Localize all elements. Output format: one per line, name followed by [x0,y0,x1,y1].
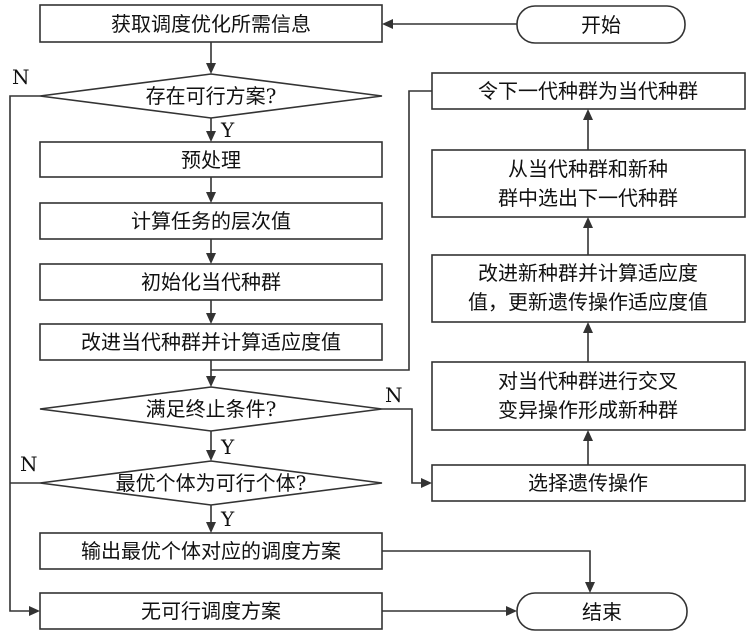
level-box: 计算任务的层次值 [40,203,382,239]
arrowhead [206,63,216,74]
arrowhead [583,430,593,441]
crossover-line2: 变异操作形成新种群 [498,398,678,422]
level-text: 计算任务的层次值 [131,209,291,233]
feasible-yes-label: Y [220,118,235,142]
best-yes-label: Y [220,507,235,531]
stop-yes-label: Y [220,435,235,459]
select-op-text: 选择遗传操作 [528,471,648,495]
arrowhead [206,313,216,324]
arrowhead [206,522,216,533]
stop-no-label: N [385,383,403,407]
stop-decision: 满足终止条件? [40,387,382,431]
arrowhead [583,322,593,333]
edge-output-to-end [382,551,590,583]
init-pop-box: 初始化当代种群 [40,264,382,300]
select-next-line2: 群中选出下一代种群 [498,186,678,210]
arrowhead [583,109,593,120]
arrowhead [206,376,216,387]
arrowhead [583,217,593,228]
edge-feasible-no [10,96,40,611]
stop-question-text: 满足终止条件? [146,397,277,421]
arrowhead [421,478,432,488]
feasible-question-text: 存在可行方案? [146,84,277,108]
feasible-decision: 存在可行方案? [40,74,382,118]
get-info-text: 获取调度优化所需信息 [111,12,311,36]
best-decision: 最优个体为可行个体? [40,461,382,505]
start-text: 开始 [581,13,621,37]
arrowhead [206,131,216,142]
arrowhead [29,606,40,616]
select-next-box: 从当代种群和新种 群中选出下一代种群 [432,150,745,217]
improve-new-line2: 值，更新遗传操作适应度值 [468,290,708,314]
next-gen-text: 令下一代种群为当代种群 [478,79,698,103]
crossover-box: 对当代种群进行交叉 变异操作形成新种群 [432,362,745,430]
start-terminal: 开始 [517,6,685,43]
arrowhead [206,253,216,264]
preprocess-text: 预处理 [181,148,241,172]
best-no-label: N [20,452,38,476]
arrowhead [206,450,216,461]
arrowhead [206,192,216,203]
best-question-text: 最优个体为可行个体? [116,471,307,495]
arrowhead [382,19,393,29]
no-plan-box: 无可行调度方案 [40,593,382,629]
select-op-box: 选择遗传操作 [432,465,745,501]
output-box: 输出最优个体对应的调度方案 [40,533,382,569]
preprocess-box: 预处理 [40,142,382,177]
get-info-box: 获取调度优化所需信息 [40,5,382,42]
improve-new-line1: 改进新种群并计算适应度 [478,261,698,285]
improve-pop-box: 改进当代种群并计算适应度值 [40,324,382,360]
no-plan-text: 无可行调度方案 [141,599,281,623]
improve-pop-text: 改进当代种群并计算适应度值 [81,330,341,354]
select-next-line1: 从当代种群和新种 [508,157,668,181]
feasible-no-label: N [12,65,30,89]
arrowhead [506,606,517,616]
arrowhead [585,582,595,593]
crossover-line1: 对当代种群进行交叉 [498,369,678,393]
improve-new-box: 改进新种群并计算适应度 值，更新遗传操作适应度值 [432,255,745,322]
output-text: 输出最优个体对应的调度方案 [81,539,341,563]
edge-stop-no [382,409,422,483]
init-pop-text: 初始化当代种群 [141,270,281,294]
end-terminal: 结束 [517,593,687,630]
next-gen-box: 令下一代种群为当代种群 [432,73,745,109]
end-text: 结束 [582,600,622,624]
